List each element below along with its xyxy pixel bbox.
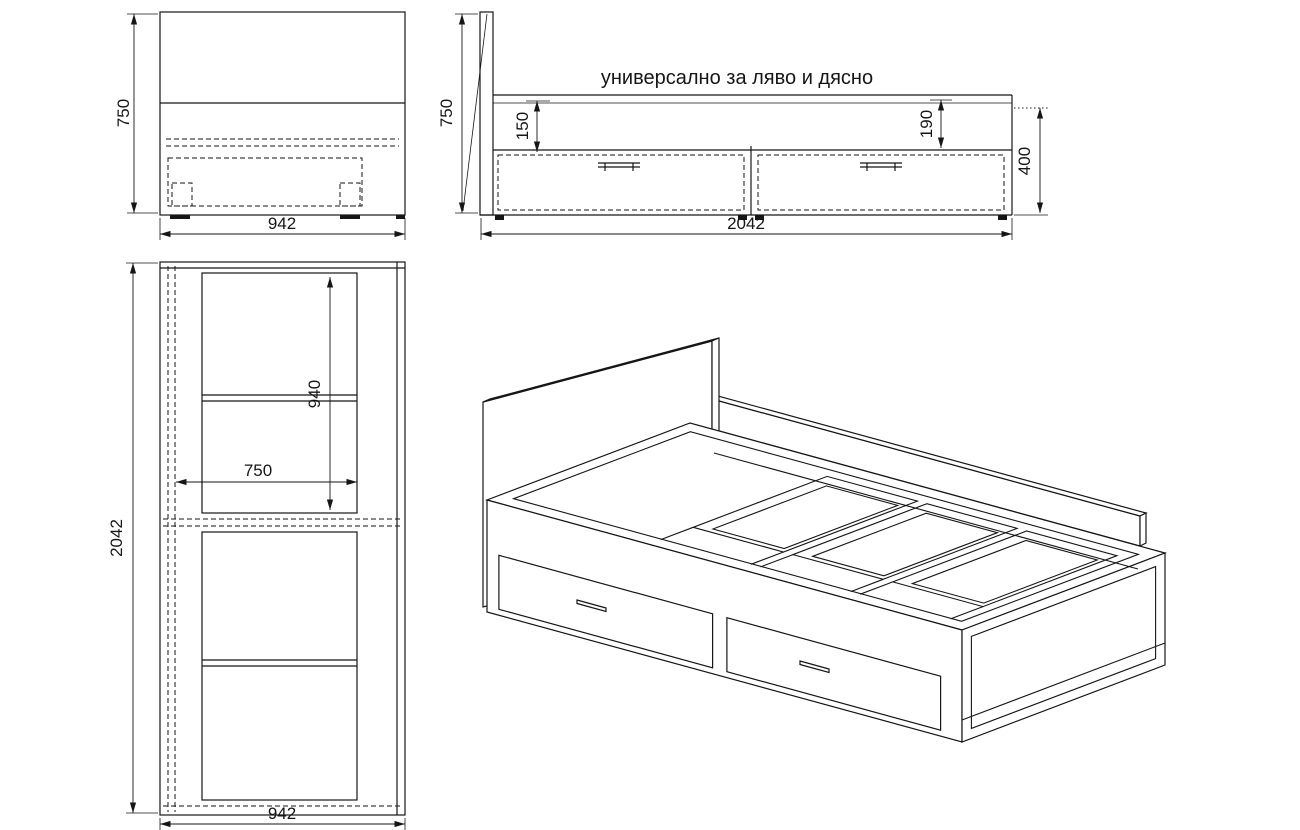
iso-drawer-1 — [498, 554, 714, 669]
top-940-label: 940 — [305, 380, 324, 408]
side-view-length-dim: 2042 — [480, 214, 1013, 240]
side-150-label: 150 — [513, 112, 532, 140]
side-view-drawer2-hidden — [757, 154, 1005, 211]
iso-inner-rim — [511, 431, 1141, 622]
side-view-400-dim: 400 — [1014, 107, 1048, 216]
iso-drawer-2-handle — [799, 660, 830, 674]
top-view-outline — [159, 261, 406, 816]
side-view: универсално за ляво и дясно — [437, 11, 1048, 240]
universal-note: универсално за ляво и дясно — [601, 67, 873, 89]
top-750-label: 750 — [244, 461, 272, 480]
front-view: 750 942 — [114, 11, 406, 240]
top-view-width-dim: 942 — [159, 804, 406, 830]
front-view-outline — [159, 11, 406, 216]
iso-foot-face — [961, 552, 1166, 743]
front-height-label: 750 — [114, 99, 133, 127]
side-view-handle-2 — [860, 162, 902, 171]
iso-foot-panel — [970, 565, 1157, 730]
isometric-view — [482, 337, 1167, 743]
side-view-headboard — [479, 11, 494, 216]
top-width-label: 942 — [268, 804, 296, 823]
top-view-upper-cell — [201, 272, 358, 514]
side-height-label: 750 — [437, 99, 456, 127]
side-view-handle-1 — [598, 162, 640, 171]
iso-drawer-1-handle — [576, 599, 607, 613]
top-view-940-dim: 940 — [305, 277, 334, 510]
side-length-label: 2042 — [727, 214, 765, 233]
side-view-height-dim: 750 — [437, 13, 488, 214]
iso-slat-cells — [660, 475, 1119, 620]
top-view-750-dim: 750 — [176, 461, 357, 486]
side-view-150-dim: 150 — [513, 100, 550, 152]
front-view-width-dim: 942 — [159, 214, 406, 240]
top-view: 940 750 2042 942 — [107, 261, 406, 830]
side-view-drawer1-hidden — [497, 154, 745, 211]
front-view-height-dim: 750 — [114, 13, 158, 214]
top-length-label: 2042 — [107, 519, 126, 557]
front-width-label: 942 — [268, 214, 296, 233]
side-view-190-dim: 190 — [917, 99, 952, 148]
top-view-length-dim: 2042 — [107, 262, 158, 814]
front-view-drawer-hidden — [167, 157, 363, 207]
iso-drawer-2 — [726, 616, 942, 731]
side-400-label: 400 — [1015, 147, 1034, 175]
side-190-label: 190 — [917, 110, 936, 138]
